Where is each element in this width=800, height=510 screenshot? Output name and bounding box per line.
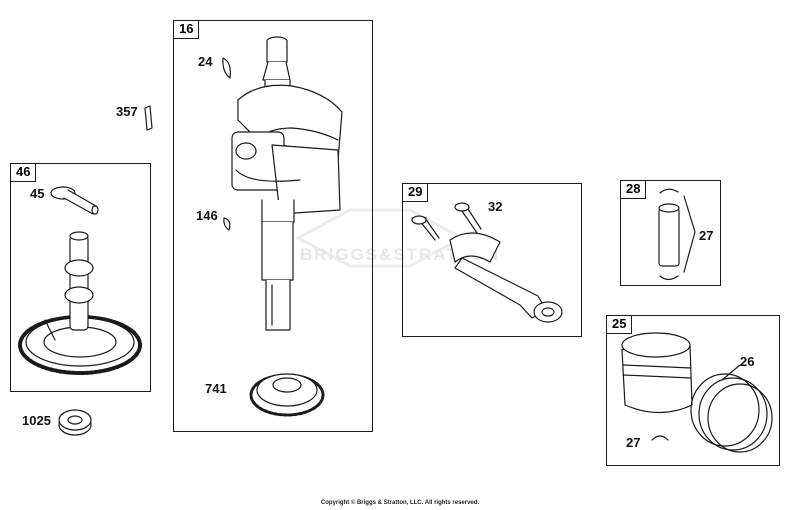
piston-box[interactable]: 25 — [606, 315, 780, 466]
piston-box-tag: 25 — [606, 315, 633, 334]
callout-45: 45 — [30, 186, 45, 201]
rod-bolts-part[interactable] — [412, 203, 481, 240]
camshaft-part[interactable] — [20, 232, 140, 373]
piston-part[interactable] — [622, 333, 692, 413]
key-24-part[interactable] — [223, 58, 230, 78]
connecting-rod-box-tag: 29 — [402, 183, 429, 202]
callout-32: 32 — [488, 199, 503, 214]
callout-26: 26 — [740, 354, 755, 369]
camshaft-box[interactable]: 46 — [10, 163, 151, 392]
piston-pin-part[interactable] — [659, 189, 695, 279]
callout-27-lower: 27 — [626, 435, 641, 450]
callout-741: 741 — [205, 381, 227, 396]
crankshaft-box[interactable]: 16 — [173, 20, 373, 432]
pin-357-part[interactable] — [145, 106, 152, 130]
piston-rings-part[interactable] — [691, 374, 772, 452]
callout-27-upper: 27 — [699, 228, 714, 243]
crankshaft-box-tag: 16 — [173, 20, 200, 39]
lifter-45-part[interactable] — [51, 187, 98, 214]
callout-146: 146 — [196, 208, 218, 223]
crank-gear-part[interactable] — [251, 374, 323, 415]
key-146-part[interactable] — [224, 218, 230, 230]
callout-24: 24 — [198, 54, 213, 69]
callout-1025: 1025 — [22, 413, 51, 428]
camshaft-box-tag: 46 — [10, 163, 37, 182]
piston-pin-box-tag: 28 — [620, 180, 647, 199]
copyright-text: Copyright © Briggs & Stratton, LLC. All … — [320, 500, 480, 506]
crankshaft-part[interactable] — [232, 37, 342, 330]
callout-357: 357 — [116, 104, 138, 119]
piston-pin-box[interactable]: 28 — [620, 180, 721, 286]
watermark-text: BRIGGS&STRATTON — [300, 245, 501, 264]
seal-1025-part[interactable] — [59, 410, 91, 435]
connecting-rod-box[interactable]: 29 — [402, 183, 582, 337]
connecting-rod-part[interactable] — [450, 233, 562, 322]
clip-27-part[interactable] — [652, 436, 668, 440]
